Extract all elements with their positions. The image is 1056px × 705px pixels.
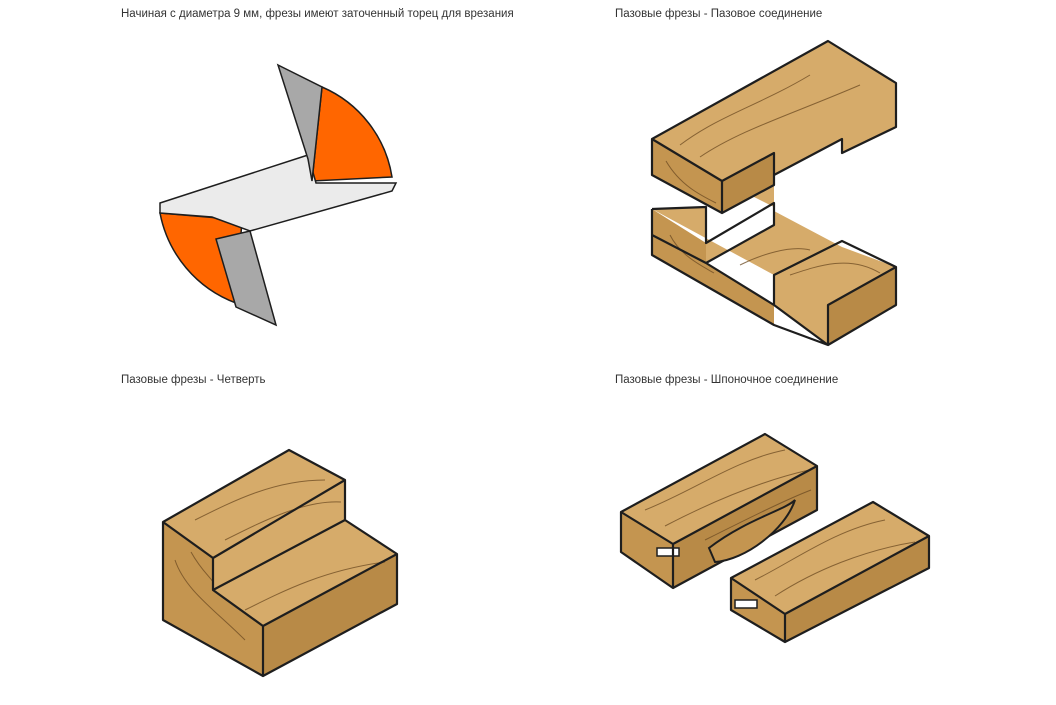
carbide-blade-upper (276, 63, 323, 182)
spline-key (707, 499, 796, 564)
spline-joint-illustration (619, 432, 931, 644)
rabbet-top-face (163, 450, 345, 590)
rabbet-step-face (213, 520, 397, 626)
caption-groove-joint: Пазовые фрезы - Пазовое соединение (615, 8, 823, 20)
caption-rabbet: Пазовые фрезы - Четверть (121, 374, 266, 386)
lower-board (650, 201, 898, 347)
rabbet-side-face (263, 554, 397, 676)
caption-router-bit: Начиная с диаметра 9 мм, фрезы имеют зат… (121, 8, 514, 20)
carbide-blade-lower (215, 230, 278, 327)
groove-joint-illustration (650, 39, 898, 347)
caption-spline-joint: Пазовые фрезы - Шпоночное соединение (615, 374, 839, 386)
cutter-wing-upper (311, 85, 393, 182)
router-bit-cutter-illustration (159, 63, 398, 327)
upper-board (650, 39, 898, 215)
right-board (729, 500, 931, 644)
rabbet-illustration (161, 448, 399, 678)
rabbet-end-face (163, 522, 263, 676)
